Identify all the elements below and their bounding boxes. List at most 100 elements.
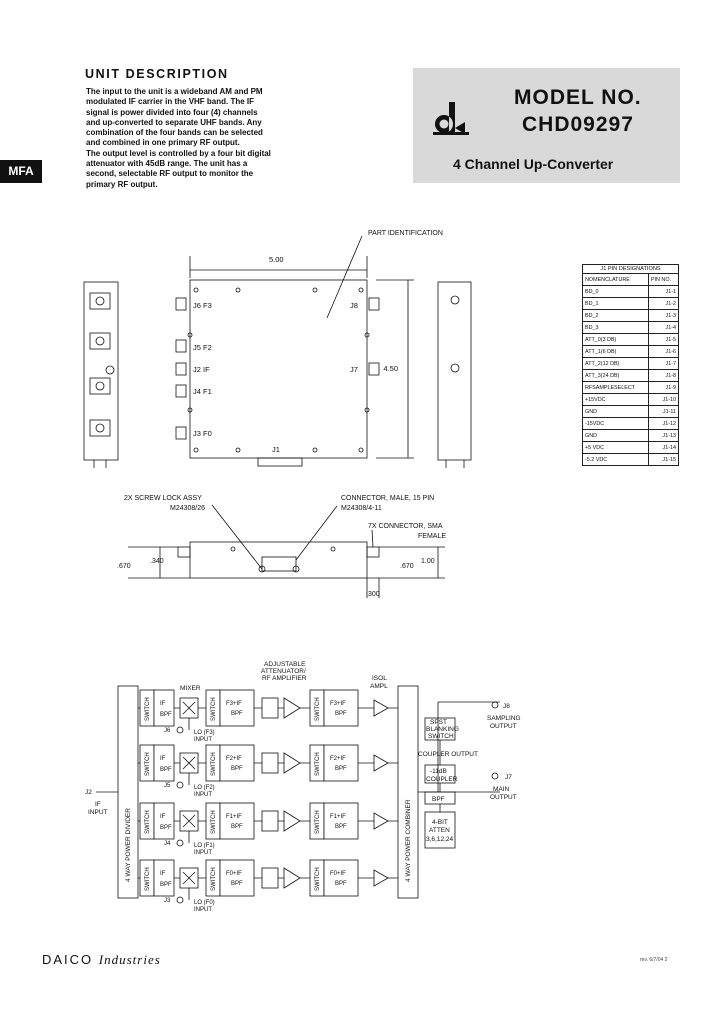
lo-jack-label: J3: [164, 898, 171, 904]
conn-j3: J3 F0: [193, 429, 212, 438]
pin-number: J1-8: [647, 369, 680, 382]
pin-row: ATT_0(3 DB)J1-5: [582, 333, 680, 346]
switch-label: SWITCH: [145, 752, 151, 776]
bpf-label: BPF: [231, 881, 243, 887]
blanking-label: BLANKING: [426, 726, 459, 733]
pin-designation-table: J1 PIN DESIGNATIONS NOMENCLATURE PIN NO.…: [582, 264, 680, 466]
unit-description-text: The input to the unit is a wideband AM a…: [86, 87, 276, 190]
switch-label: SWITCH: [428, 733, 454, 740]
pin-nomenclature: +15VDC: [582, 393, 649, 406]
bpf-label: BPF: [335, 766, 347, 772]
bpf-freq-label: F3+IF: [226, 701, 242, 707]
atten-values-label: 3,6,12,24: [426, 836, 453, 843]
pin-number: J1-5: [647, 333, 680, 346]
switch-label: SWITCH: [211, 697, 217, 721]
conn-j7: J7: [350, 365, 358, 374]
bpf-freq-label: F2+IF: [226, 756, 242, 762]
pin-nomenclature: -5.2 VDC: [582, 453, 649, 466]
pin-table-header-nomenclature: NOMENCLATURE: [582, 273, 649, 286]
sma-spec: FEMALE: [418, 533, 446, 540]
pin-row: ATT_3(24 DB)J1-8: [582, 369, 680, 382]
switch-label: SWITCH: [315, 697, 321, 721]
power-combiner-label: 4 WAY POWER COMBINER: [405, 799, 412, 882]
pin-table-title: J1 PIN DESIGNATIONS: [582, 264, 679, 273]
conn-j8: J8: [350, 301, 358, 310]
lo-input-label: INPUT: [194, 737, 212, 743]
if-label: IF: [160, 814, 166, 820]
j8-label: J8: [503, 703, 510, 710]
bpf-freq-label: F2+IF: [330, 756, 346, 762]
isolation-amp-icon: [373, 869, 389, 887]
pin-row: ATT_2(12 DB)J1-7: [582, 357, 680, 370]
spst-label: SPST: [430, 719, 447, 726]
j7-label: J7: [505, 774, 512, 781]
left-side-view: [83, 281, 119, 461]
main-label-2: OUTPUT: [490, 794, 517, 801]
pin-number: J1-11: [647, 405, 680, 418]
channel-row: [138, 802, 398, 847]
bpf-block: [219, 859, 255, 897]
description-line: The input to the unit is a wideband AM a…: [86, 87, 263, 96]
conn-j1: J1: [272, 445, 280, 454]
bpf-freq-label: F0+IF: [226, 871, 242, 877]
footer-code: rev. 6/7/04 2: [640, 957, 668, 963]
atten-label: ATTEN: [429, 827, 450, 834]
description-line: signal is power divided into four (4) ch…: [86, 107, 258, 117]
part-id-label: PART IDENTIFICATION: [368, 230, 443, 237]
bpf-block: [323, 689, 359, 727]
switch-label: SWITCH: [145, 697, 151, 721]
mixer-label: MIXER: [180, 685, 201, 692]
bpf-block: [219, 802, 255, 840]
isolation-amp-icon: [373, 699, 389, 717]
attenuator-icon: [261, 697, 279, 719]
pin-number: J1-1: [647, 285, 680, 298]
description-line: second, selectable RF output to monitor …: [86, 169, 254, 179]
lo-label: LO (F3): [194, 730, 215, 736]
attenuator-icon: [261, 752, 279, 774]
description-line: and up-converted to separate UHF bands. …: [86, 117, 262, 127]
conn-j2: J2 IF: [193, 365, 210, 374]
pin-nomenclature: BD_1: [582, 297, 649, 310]
lo-input-label: INPUT: [194, 792, 212, 798]
pin-table-header-pin: PIN NO.: [647, 273, 680, 286]
sampling-label-2: OUTPUT: [490, 723, 517, 730]
bpf-freq-label: F1+IF: [330, 814, 346, 820]
pin-number: J1-3: [647, 309, 680, 322]
dim-300: .300: [366, 591, 380, 598]
amplifier-icon: [283, 867, 301, 889]
if-label: IF: [160, 871, 166, 877]
if-input-jack: J2: [85, 789, 92, 796]
bpf-freq-label: F1+IF: [226, 814, 242, 820]
amplifier-icon: [283, 810, 301, 832]
lo-label: LO (F0): [194, 900, 215, 906]
bpf-label: BPF: [335, 881, 347, 887]
lo-label: LO (F2): [194, 785, 215, 791]
if-block: [153, 802, 175, 840]
pin-number: J1-7: [647, 357, 680, 370]
pin-nomenclature: RFSAMPLESELECT: [582, 381, 649, 394]
lo-input-icon: [176, 839, 184, 847]
description-line: attenuator with 45dB range. The unit has…: [86, 159, 248, 169]
pin-nomenclature: ATT_0(3 DB): [582, 333, 649, 346]
bpf-block: [323, 859, 359, 897]
if-input-label-2: INPUT: [88, 809, 108, 816]
sampling-label-1: SAMPLING: [487, 715, 521, 722]
bpf-block: [323, 802, 359, 840]
pin-number: J1-4: [647, 321, 680, 334]
width-dim: 5.00: [269, 255, 284, 264]
pin-number: J1-15: [647, 453, 680, 466]
if-block: [153, 744, 175, 782]
lo-input-icon: [176, 781, 184, 789]
bpf-label: BPF: [160, 882, 172, 888]
amplifier-icon: [283, 752, 301, 774]
adjustable-label-3: RF AMPLIFIER: [262, 675, 307, 682]
pin-nomenclature: GND: [582, 405, 649, 418]
amplifier-icon: [283, 697, 301, 719]
switch-label: SWITCH: [145, 810, 151, 834]
model-label: MODEL NO.: [514, 86, 642, 109]
pin-number: J1-14: [647, 441, 680, 454]
